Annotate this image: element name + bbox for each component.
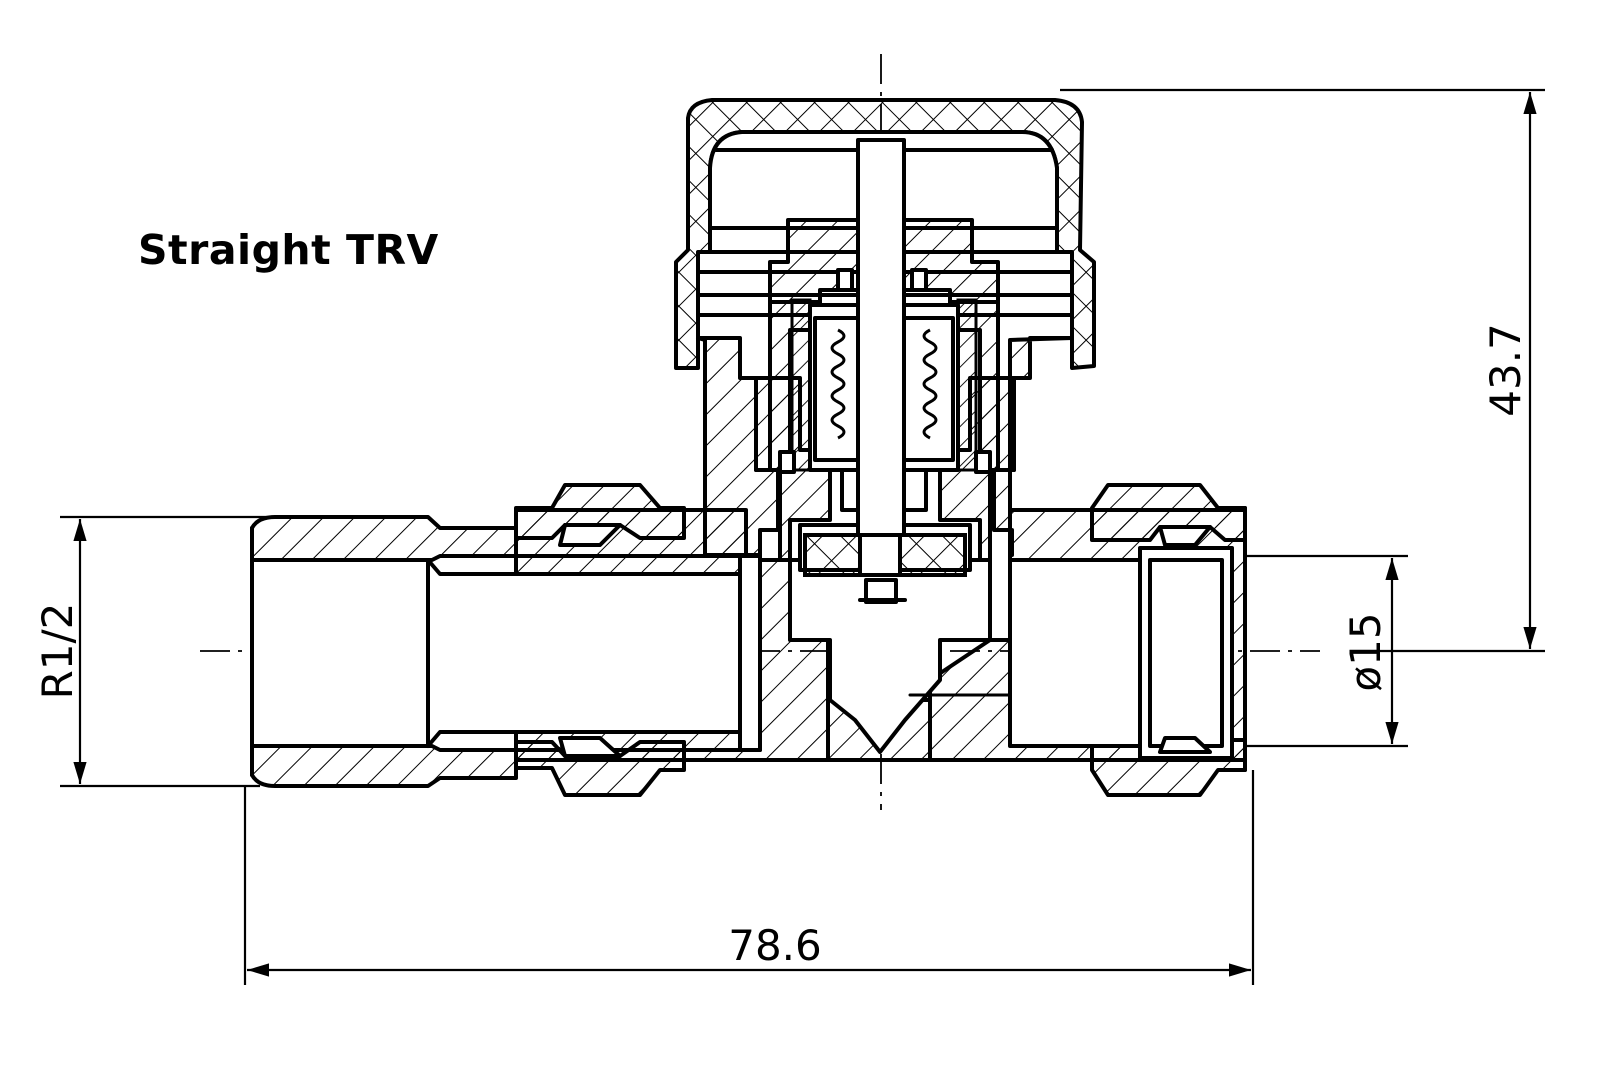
left-union-nut xyxy=(514,483,686,797)
height-dimension-label: 43.7 xyxy=(1481,323,1530,417)
height-dimension: 43.7 xyxy=(1060,88,1545,653)
diameter-dimension: ø15 xyxy=(1245,554,1408,748)
length-dimension: 78.6 xyxy=(243,770,1255,985)
thread-dimension-label: R1/2 xyxy=(33,603,82,700)
thread-dimension: R1/2 xyxy=(33,515,380,788)
left-tail-piece xyxy=(250,515,762,788)
right-union-nut xyxy=(1008,483,1247,797)
spring-cartridge xyxy=(778,138,992,537)
length-dimension-label: 78.6 xyxy=(728,921,822,970)
diameter-dimension-label: ø15 xyxy=(1341,612,1390,691)
drawing-title: Straight TRV xyxy=(138,226,439,274)
